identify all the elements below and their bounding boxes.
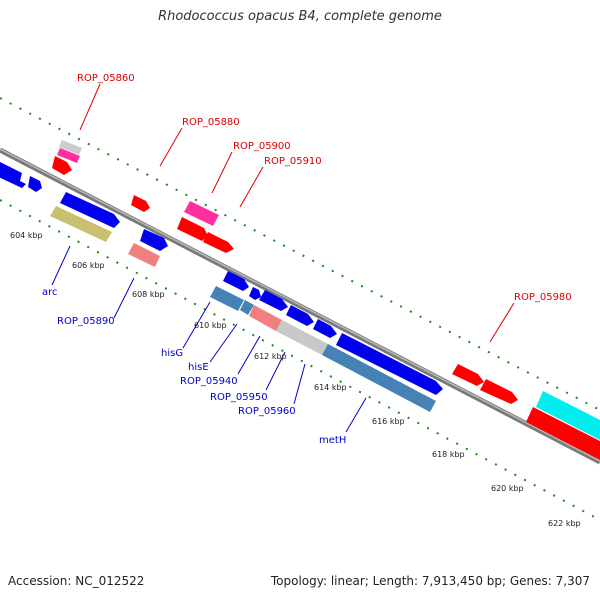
map-title: Rhodococcus opacus B4, complete genome xyxy=(158,9,442,24)
gene-arrow[interactable] xyxy=(177,217,208,241)
forward-labels: ROP_05860 ROP_05880 ROP_05900 ROP_05910 … xyxy=(77,73,572,303)
kbp-labels: 604 kbp 606 kbp 608 kbp 610 kbp 612 kbp … xyxy=(10,231,581,528)
gene-label[interactable]: ROP_05940 xyxy=(180,376,238,387)
forward-leaders xyxy=(79,83,515,343)
gene-label[interactable]: ROP_05960 xyxy=(238,406,296,417)
gene-label[interactable]: ROP_05860 xyxy=(77,73,135,84)
gene-arrow[interactable] xyxy=(452,364,484,386)
gene-arrow[interactable] xyxy=(249,305,282,331)
gene-arrow[interactable] xyxy=(128,243,160,267)
genome-summary-text: Topology: linear; Length: 7,913,450 bp; … xyxy=(270,574,590,588)
gene-arrow[interactable] xyxy=(0,162,26,188)
gene-arrow[interactable] xyxy=(526,407,600,460)
kbp-label: 604 kbp xyxy=(10,231,43,240)
gene-arrow[interactable] xyxy=(184,201,219,226)
kbp-label: 610 kbp xyxy=(194,321,227,330)
gene-label[interactable]: hisE xyxy=(188,362,209,373)
gene-label[interactable]: ROP_05900 xyxy=(233,141,291,152)
reverse-leaders xyxy=(51,245,367,433)
gene-arrow[interactable] xyxy=(60,192,120,228)
kbp-label: 618 kbp xyxy=(432,450,465,459)
gene-label[interactable]: ROP_05950 xyxy=(210,392,268,403)
gene-label[interactable]: ROP_05880 xyxy=(182,117,240,128)
gene-arrow[interactable] xyxy=(140,229,168,251)
kbp-label: 620 kbp xyxy=(491,484,524,493)
reverse-labels: arc ROP_05890 hisG hisE ROP_05940 ROP_05… xyxy=(42,287,346,446)
gene-arrow[interactable] xyxy=(210,286,244,311)
gene-arrow[interactable] xyxy=(299,332,328,355)
gene-arrow[interactable] xyxy=(52,156,72,175)
genome-backbone xyxy=(0,147,600,465)
gene-arrow[interactable] xyxy=(59,140,82,155)
gene-features xyxy=(0,140,600,460)
gene-label[interactable]: hisG xyxy=(161,348,183,359)
gene-label[interactable]: ROP_05890 xyxy=(57,316,115,327)
gene-label[interactable]: arc xyxy=(42,287,58,298)
gene-arrow[interactable] xyxy=(313,319,337,338)
upper-tick-track xyxy=(0,97,600,411)
gene-arrow[interactable] xyxy=(50,206,112,242)
gene-arrow[interactable] xyxy=(240,300,254,315)
kbp-label: 608 kbp xyxy=(132,290,165,299)
gene-label[interactable]: ROP_05980 xyxy=(514,292,572,303)
gene-label[interactable]: ROP_05910 xyxy=(264,156,322,167)
gene-arrow[interactable] xyxy=(536,391,600,440)
gene-arrow[interactable] xyxy=(322,344,436,412)
accession-text: Accession: NC_012522 xyxy=(8,574,145,588)
kbp-label: 614 kbp xyxy=(314,383,347,392)
kbp-label: 616 kbp xyxy=(372,417,405,426)
kbp-label: 622 kbp xyxy=(548,519,581,528)
gene-arrow[interactable] xyxy=(259,290,288,311)
gene-arrow[interactable] xyxy=(203,232,234,253)
gene-arrow[interactable] xyxy=(480,379,518,404)
lower-tick-track xyxy=(0,199,600,521)
gene-arrow[interactable] xyxy=(336,333,443,395)
gene-arrow[interactable] xyxy=(249,287,261,300)
gene-arrow[interactable] xyxy=(223,271,249,291)
kbp-label: 612 kbp xyxy=(254,352,287,361)
genome-backbone-highlight xyxy=(0,148,600,462)
kbp-label: 606 kbp xyxy=(72,261,105,270)
gene-arrow[interactable] xyxy=(131,195,150,212)
gene-arrow[interactable] xyxy=(276,320,305,343)
gene-arrow[interactable] xyxy=(28,176,42,192)
gene-label[interactable]: metH xyxy=(319,435,346,446)
gene-arrow[interactable] xyxy=(286,305,314,326)
gene-arrow[interactable] xyxy=(57,148,80,163)
